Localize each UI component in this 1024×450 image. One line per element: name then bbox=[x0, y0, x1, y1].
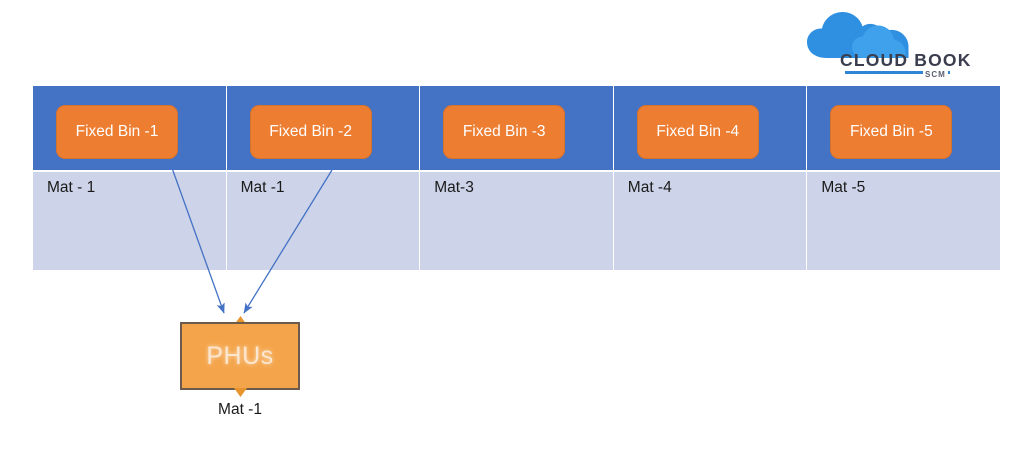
material-label-2: Mat -1 bbox=[240, 179, 285, 196]
fixed-bin-1-box[interactable]: Fixed Bin -1 bbox=[56, 105, 178, 159]
fixed-bin-2-box[interactable]: Fixed Bin -2 bbox=[249, 105, 372, 159]
material-cell: Mat -4 bbox=[613, 172, 808, 270]
bin-header-row: Fixed Bin -1 Fixed Bin -2 Fixed Bin -3 F… bbox=[33, 86, 1000, 170]
phus-label: PHUs bbox=[206, 341, 274, 370]
fixed-bin-table: Fixed Bin -1 Fixed Bin -2 Fixed Bin -3 F… bbox=[33, 86, 1000, 270]
cloud-book-logo: CLOUD BOOK SCM bbox=[805, 8, 980, 80]
fixed-bin-5-box[interactable]: Fixed Bin -5 bbox=[830, 105, 953, 159]
bin-header-cell: Fixed Bin -2 bbox=[226, 86, 421, 170]
phus-box[interactable]: PHUs bbox=[180, 322, 300, 390]
material-label-5: Mat -5 bbox=[821, 179, 866, 196]
material-cell: Mat - 1 bbox=[33, 172, 227, 270]
logo-name: CLOUD BOOK bbox=[840, 50, 972, 70]
fixed-bin-3-box[interactable]: Fixed Bin -3 bbox=[443, 105, 566, 159]
phus-node[interactable]: PHUs Mat -1 bbox=[180, 316, 300, 418]
bin-header-cell: Fixed Bin -5 bbox=[807, 86, 1000, 170]
logo-subtitle: SCM bbox=[923, 70, 948, 79]
bin-header-cell: Fixed Bin -4 bbox=[613, 86, 808, 170]
fixed-bin-4-box[interactable]: Fixed Bin -4 bbox=[636, 105, 759, 159]
phus-bottom-tab-icon bbox=[234, 388, 247, 397]
bin-header-cell: Fixed Bin -3 bbox=[420, 86, 614, 170]
material-cell: Mat -1 bbox=[226, 172, 421, 270]
material-label-4: Mat -4 bbox=[627, 179, 672, 196]
logo-underline bbox=[845, 71, 950, 74]
material-label-1: Mat - 1 bbox=[47, 179, 96, 196]
cloud-icon bbox=[807, 12, 909, 58]
phus-top-tab-icon bbox=[234, 316, 247, 325]
material-cell: Mat-3 bbox=[420, 172, 614, 270]
material-cell: Mat -5 bbox=[807, 172, 1000, 270]
phus-caption: Mat -1 bbox=[218, 401, 262, 418]
material-row: Mat - 1 Mat -1 Mat-3 Mat -4 Mat -5 bbox=[33, 172, 1000, 270]
material-label-3: Mat-3 bbox=[434, 179, 474, 196]
bin-header-cell: Fixed Bin -1 bbox=[33, 86, 227, 170]
